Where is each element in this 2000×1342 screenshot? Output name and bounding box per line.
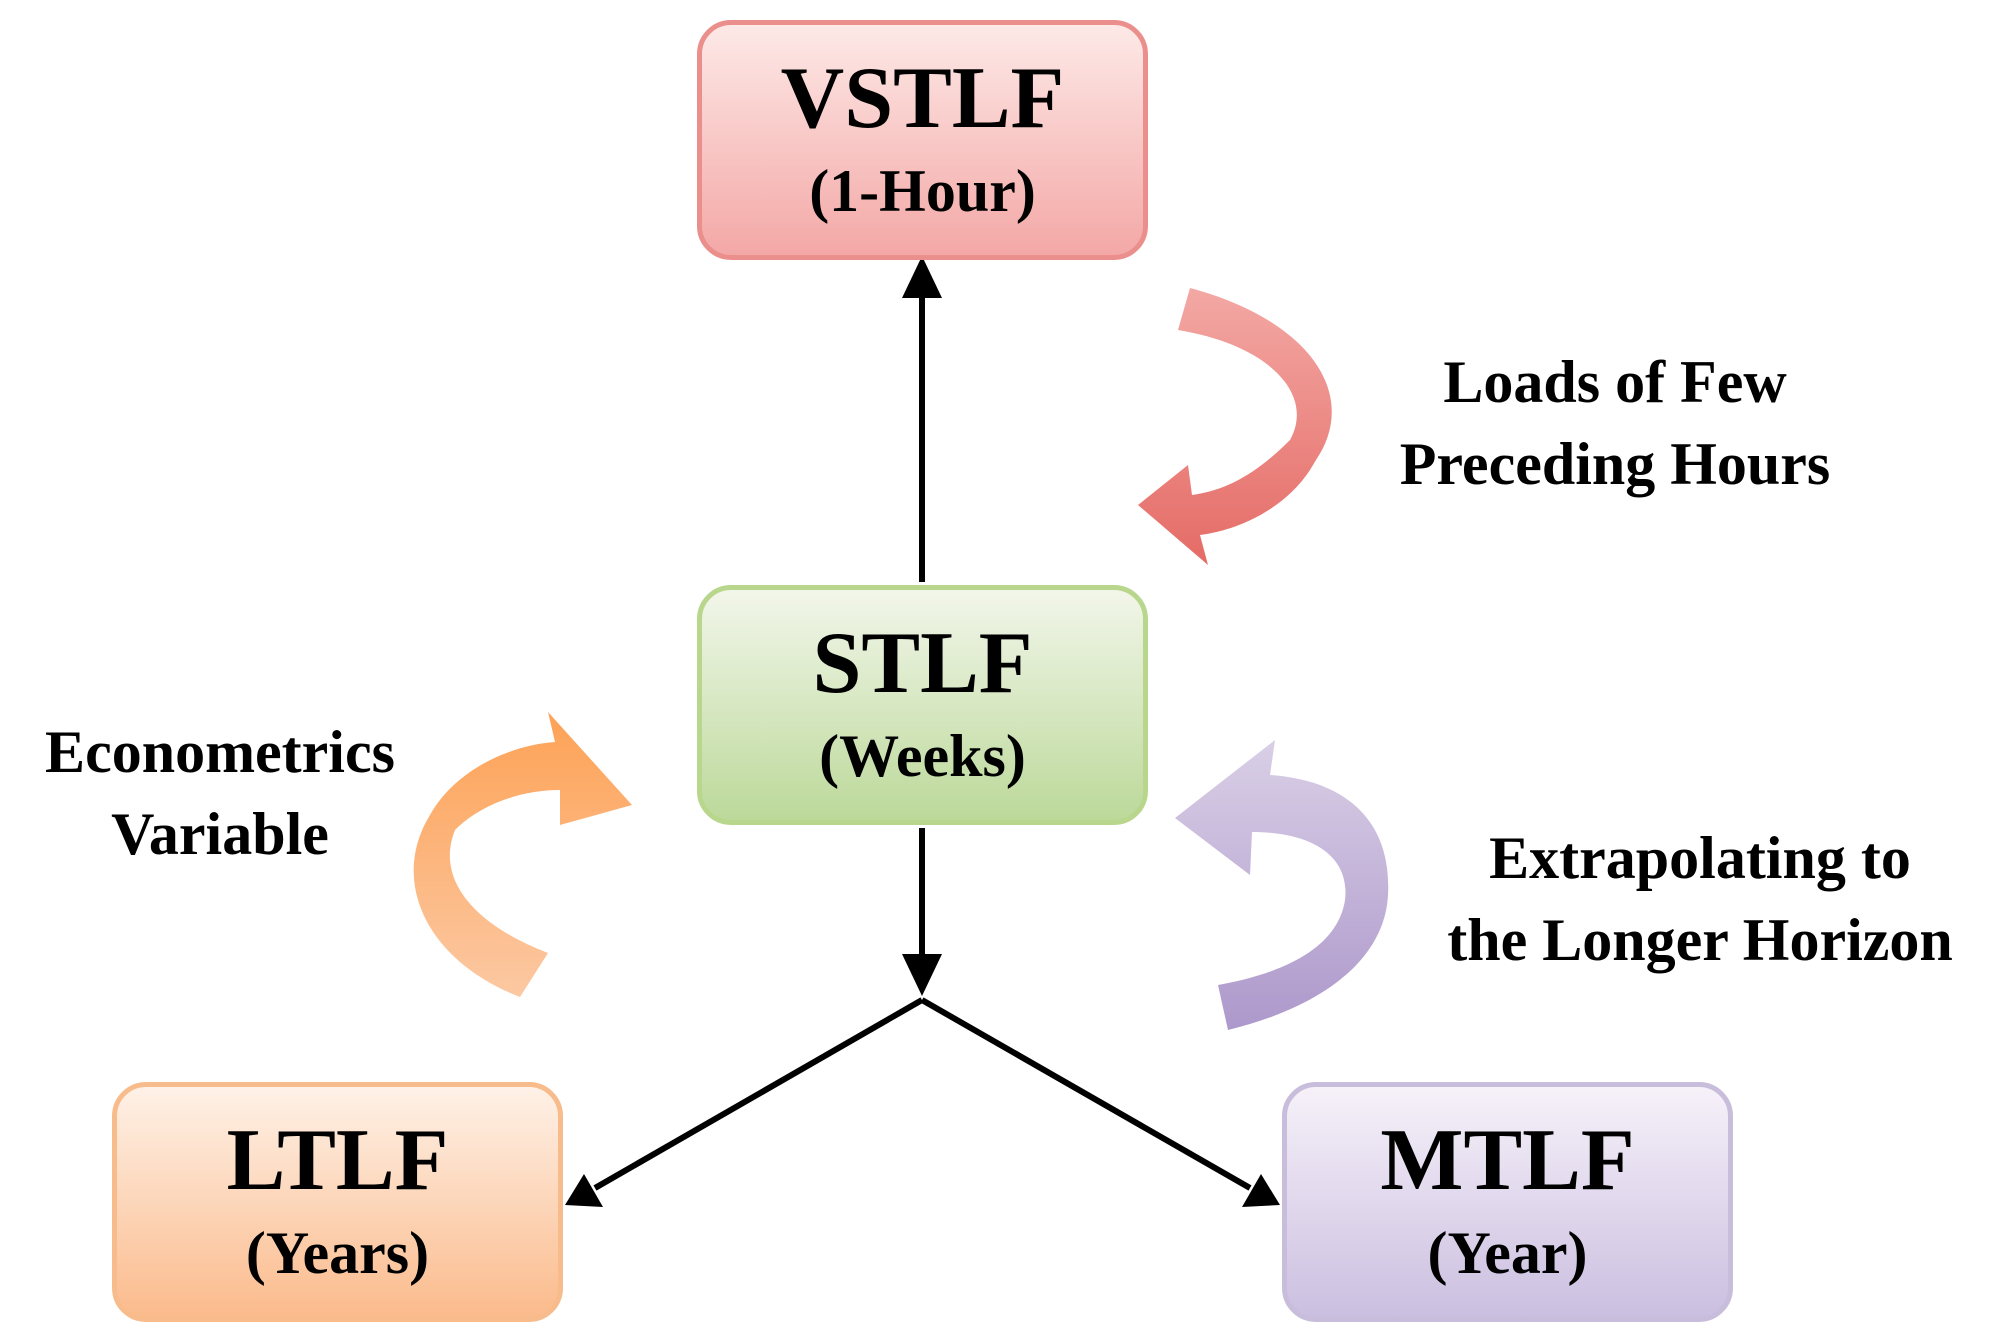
arrowhead-up [902, 256, 942, 298]
node-vstlf: VSTLF (1-Hour) [697, 20, 1148, 260]
note-vstlf-line-1: Loads of Few [1443, 349, 1787, 415]
connector-junction-to-mtlf [920, 997, 1280, 1207]
node-mtlf: MTLF (Year) [1282, 1082, 1733, 1322]
note-ltlf-input: Econometrics Variable [5, 712, 435, 875]
note-mtlf-line-2: the Longer Horizon [1447, 906, 1953, 973]
node-stlf-horizon: (Weeks) [819, 723, 1026, 790]
node-stlf-title: STLF [812, 614, 1033, 712]
curved-arrow-vstlf [1138, 288, 1332, 565]
note-mtlf-input: Extrapolating to the Longer Horizon [1400, 818, 2000, 981]
node-stlf: STLF (Weeks) [697, 585, 1148, 825]
curved-arrow-ltlf [413, 712, 632, 997]
note-ltlf-line-2: Variable [111, 800, 329, 867]
curved-arrow-orange-shape [413, 712, 632, 997]
connector-stlf-to-vstlf [902, 256, 942, 582]
connector-junction-to-ltlf [565, 997, 924, 1207]
node-vstlf-title: VSTLF [780, 49, 1065, 147]
note-ltlf-line-1: Econometrics [45, 719, 395, 785]
arrowhead-down [902, 954, 942, 996]
curved-arrow-purple-shape [1175, 740, 1389, 1030]
note-vstlf-input: Loads of Few Preceding Hours [1355, 342, 1875, 505]
node-ltlf-horizon: (Years) [245, 1220, 430, 1287]
node-mtlf-title: MTLF [1380, 1111, 1635, 1209]
arrowhead-right [1242, 1174, 1280, 1207]
curved-arrow-red-shape [1138, 288, 1332, 565]
node-ltlf-title: LTLF [226, 1111, 449, 1209]
connector-stlf-to-junction [902, 828, 942, 996]
node-ltlf: LTLF (Years) [112, 1082, 563, 1322]
arrowhead-left [565, 1174, 603, 1207]
node-mtlf-horizon: (Year) [1427, 1220, 1588, 1287]
node-vstlf-horizon: (1-Hour) [809, 158, 1036, 225]
note-mtlf-line-1: Extrapolating to [1489, 825, 1911, 891]
note-vstlf-line-2: Preceding Hours [1399, 430, 1831, 497]
curved-arrow-mtlf [1175, 740, 1389, 1030]
